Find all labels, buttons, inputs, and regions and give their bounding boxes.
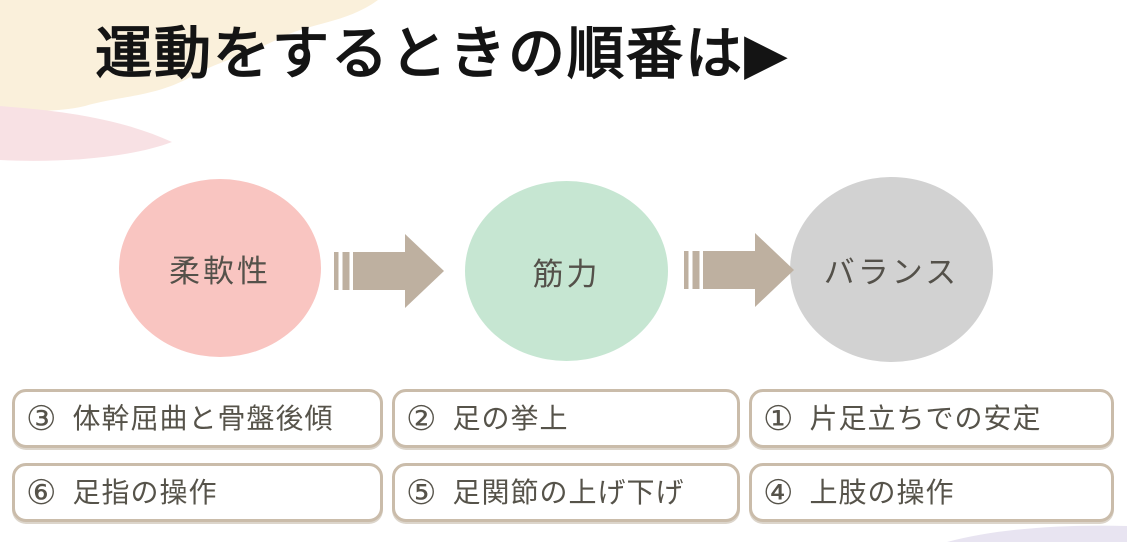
task-number: ① xyxy=(763,399,795,438)
task-grid: ③ 体幹屈曲と骨盤後傾 ② 足の挙上 ① 片足立ちでの安定 ⑥ 足指の操作 ⑤ … xyxy=(12,389,1114,522)
task-number: ④ xyxy=(763,473,795,512)
pink-wave-blob xyxy=(0,106,172,161)
task-label: 足指の操作 xyxy=(72,476,218,508)
lavender-blob xyxy=(947,525,1127,542)
flow-arrow-icon xyxy=(334,234,444,308)
task-box-1: ① 片足立ちでの安定 xyxy=(749,389,1114,448)
task-box-5: ⑤ 足関節の上げ下げ xyxy=(392,463,740,522)
task-number: ② xyxy=(406,399,438,438)
stage-label-strength: 筋力 xyxy=(532,256,601,292)
task-label: 足の挙上 xyxy=(452,402,569,434)
task-number: ⑤ xyxy=(406,473,438,512)
task-label: 体幹屈曲と骨盤後傾 xyxy=(72,402,334,434)
task-number: ③ xyxy=(26,399,58,438)
task-label: 上肢の操作 xyxy=(809,476,955,508)
flow-arrow-icon xyxy=(684,233,794,307)
task-box-3: ③ 体幹屈曲と骨盤後傾 xyxy=(12,389,383,448)
stage-circle-flexibility: 柔軟性 xyxy=(119,179,321,357)
stage-circle-strength: 筋力 xyxy=(465,181,668,361)
stage-label-balance: バランス xyxy=(823,255,960,290)
task-label: 足関節の上げ下げ xyxy=(452,476,685,508)
task-number: ⑥ xyxy=(26,473,58,512)
stage-circle-balance: バランス xyxy=(790,177,993,362)
stage-label-flexibility: 柔軟性 xyxy=(169,253,271,289)
task-box-2: ② 足の挙上 xyxy=(392,389,740,448)
page-title: 運動をするときの順番は▶ xyxy=(95,22,790,86)
task-box-6: ⑥ 足指の操作 xyxy=(12,463,383,522)
task-box-4: ④ 上肢の操作 xyxy=(749,463,1114,522)
task-label: 片足立ちでの安定 xyxy=(809,402,1042,434)
